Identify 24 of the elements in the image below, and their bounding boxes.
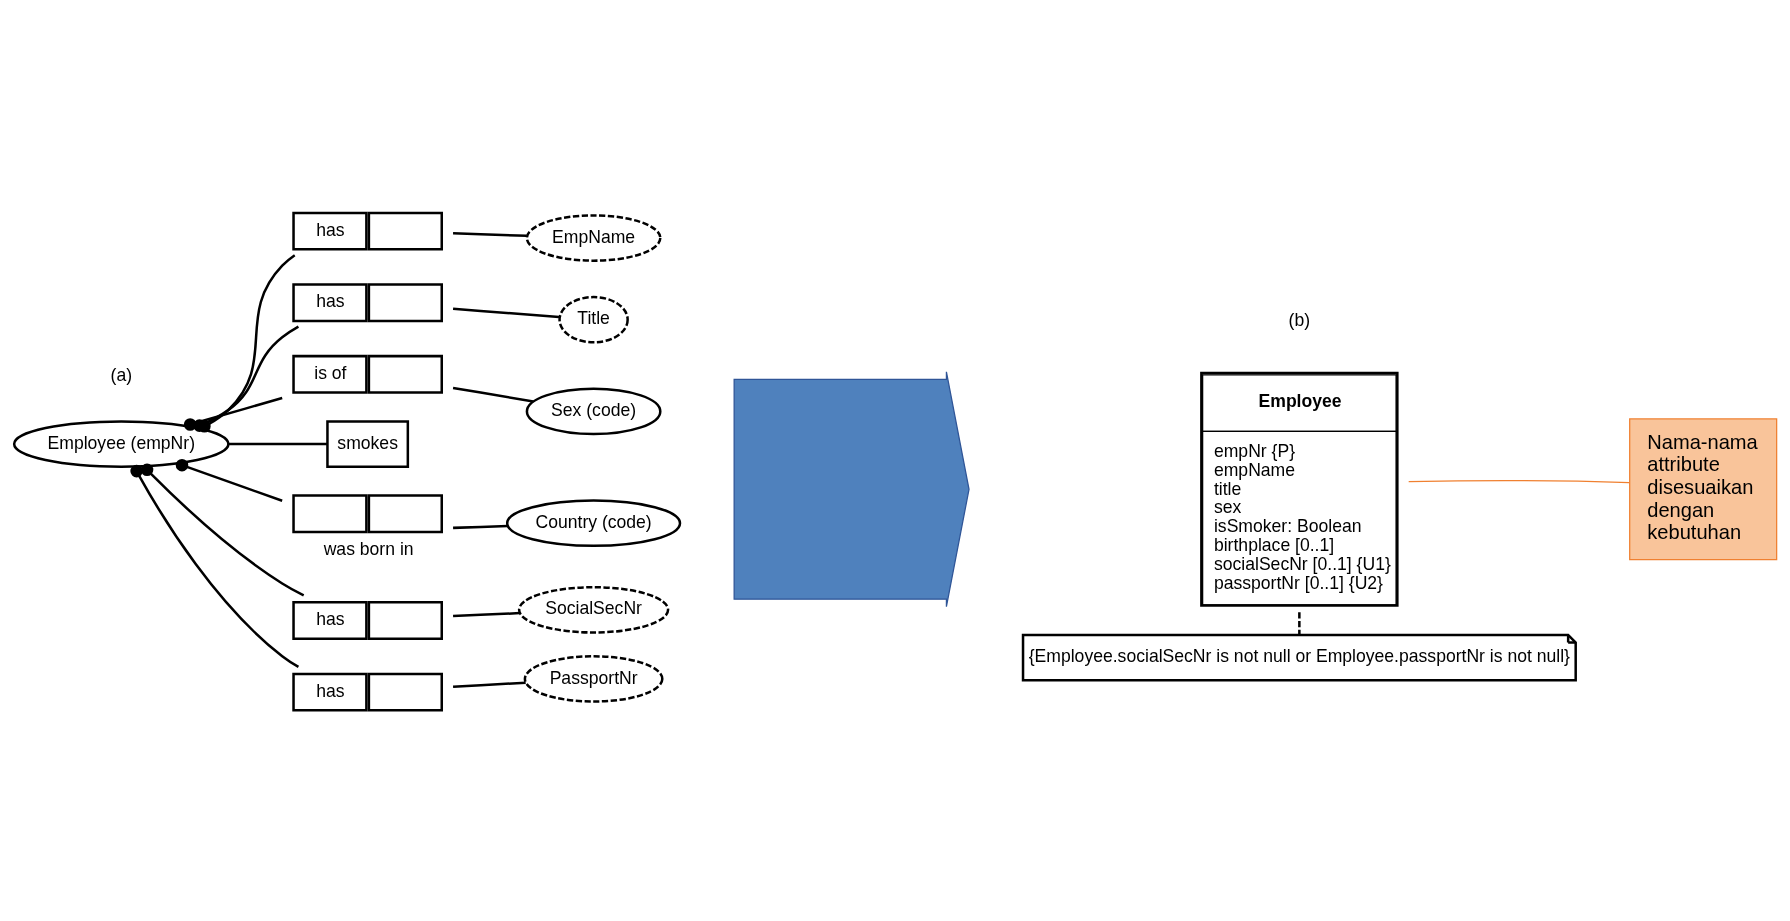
connector <box>452 680 526 688</box>
node-ellipse: Country (code) <box>505 498 681 547</box>
node-ellipse: PassportNr <box>523 654 664 703</box>
connector <box>452 231 527 237</box>
connector <box>175 458 283 502</box>
connector <box>452 524 508 529</box>
connector <box>452 386 533 403</box>
node-arrow <box>733 370 970 607</box>
node-ellipse: Title <box>557 295 629 344</box>
node-box: Nama-nama attribute disesuaikan dengan kebutuhan <box>1628 417 1777 560</box>
connector <box>1297 611 1301 635</box>
node-ellipse: Sex (code) <box>525 387 662 435</box>
connector <box>1407 479 1630 483</box>
connector <box>452 306 559 318</box>
connector <box>140 463 304 596</box>
connector <box>129 464 299 668</box>
node-box: smokes <box>325 419 409 468</box>
node-ellipse: SocialSecNr <box>517 585 669 634</box>
connector <box>227 442 327 445</box>
node-ellipse: EmpName <box>525 213 662 262</box>
connector <box>452 611 520 617</box>
label: (a) <box>110 364 132 385</box>
label: (b) <box>1288 309 1310 330</box>
node-label: was born in <box>323 538 414 559</box>
